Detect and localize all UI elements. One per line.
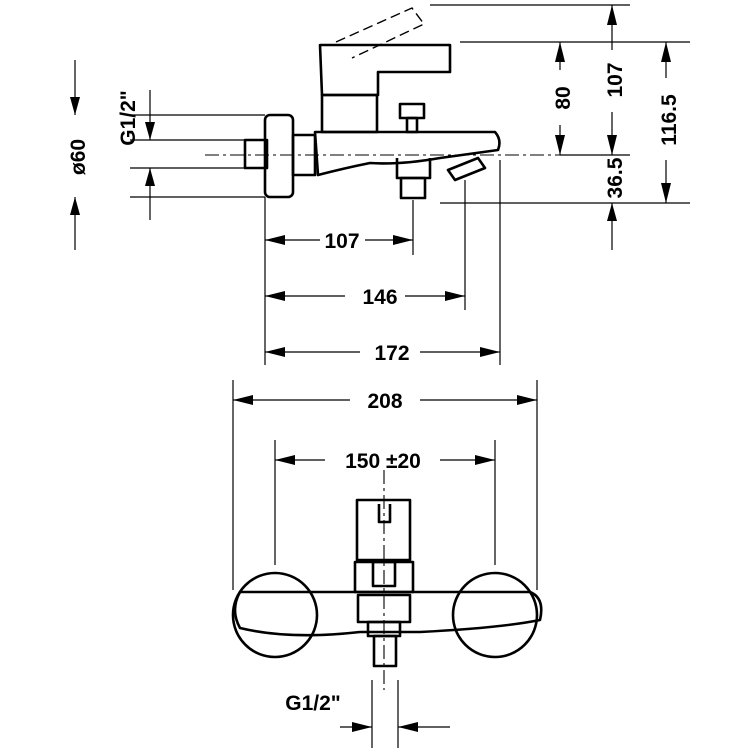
wall-rosette (263, 113, 295, 199)
front-spout (356, 593, 412, 624)
diverter-knob (398, 102, 426, 120)
label-spout-height: 80 (552, 86, 575, 109)
label-overall-width: 208 (367, 390, 402, 413)
label-overall-height: 116.5 (658, 94, 681, 146)
label-center-distance: 150 ±20 (345, 450, 421, 473)
label-outlet-drop: 36.5 (604, 157, 627, 198)
label-spout-reach: 107 (324, 230, 359, 253)
left-wall-rosette (231, 571, 319, 659)
side-view: G1/2" ø60 107 146 172 80 (67, 4, 690, 365)
mixer-lever (318, 43, 452, 97)
aerator (399, 176, 427, 200)
label-lever-reach: 146 (362, 286, 397, 309)
label-lever-height: 107 (604, 62, 627, 97)
front-mixer-body (233, 590, 543, 637)
front-lever (355, 498, 412, 562)
right-wall-rosette (451, 571, 539, 659)
label-wall-diameter: ø60 (67, 139, 90, 175)
mixer-body (313, 130, 501, 177)
inlet-connector (243, 138, 269, 170)
front-cartridge-inner (371, 560, 397, 588)
label-outlet-thread: G1/2" (285, 692, 340, 715)
lever-open-position (335, 7, 426, 59)
label-total-projection: 172 (374, 342, 409, 365)
label-inlet-thread: G1/2" (117, 90, 140, 145)
front-view: 208 150 ±20 G1/2" (231, 380, 543, 748)
hose-connector (446, 156, 487, 182)
diverter-stem (405, 116, 419, 134)
front-outlet-nozzle (372, 634, 398, 668)
cartridge-housing (320, 93, 379, 134)
